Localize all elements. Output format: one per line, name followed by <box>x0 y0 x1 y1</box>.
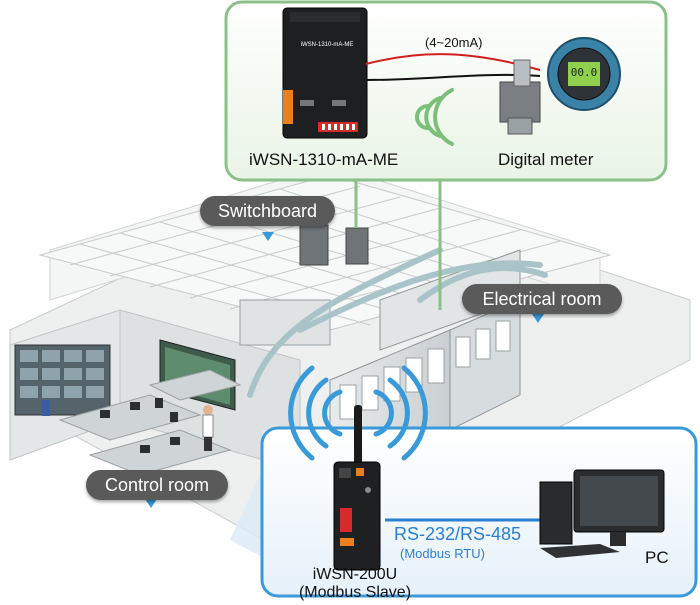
iwsn-200u-label: iWSN-200U <box>312 566 398 583</box>
iwsn-200u-device <box>333 405 381 571</box>
sensor-panel <box>224 0 668 182</box>
tag-pointers <box>145 232 544 508</box>
electrical-room-tag: Electrical room <box>462 284 622 314</box>
pc-label: PC <box>645 548 669 567</box>
wireless-waves-icon <box>415 88 454 146</box>
slave-panel <box>230 365 698 598</box>
iwsn-1310-device <box>282 7 368 139</box>
pc-computer <box>539 469 665 558</box>
signal-label: (4~20mA) <box>425 35 483 50</box>
digital-meter <box>499 37 621 135</box>
control-room-tag: Control room <box>86 470 228 500</box>
sensor-connector-lines <box>354 180 442 310</box>
link-sublabel: (Modbus RTU) <box>400 546 486 561</box>
iwsn-200u-sublabel: (Modbus Slave) <box>298 584 412 601</box>
device-print-text: iWSN-1310-mA-ME <box>300 42 354 48</box>
iwsn-1310-label: iWSN-1310-mA-ME <box>249 150 399 169</box>
switchboard-tag: Switchboard <box>200 196 335 226</box>
wireless-broadcast-icon <box>288 365 428 461</box>
link-label: RS-232/RS-485 <box>394 524 522 544</box>
digital-meter-label: Digital meter <box>498 150 594 169</box>
meter-display-text: 00.0 <box>570 66 598 79</box>
